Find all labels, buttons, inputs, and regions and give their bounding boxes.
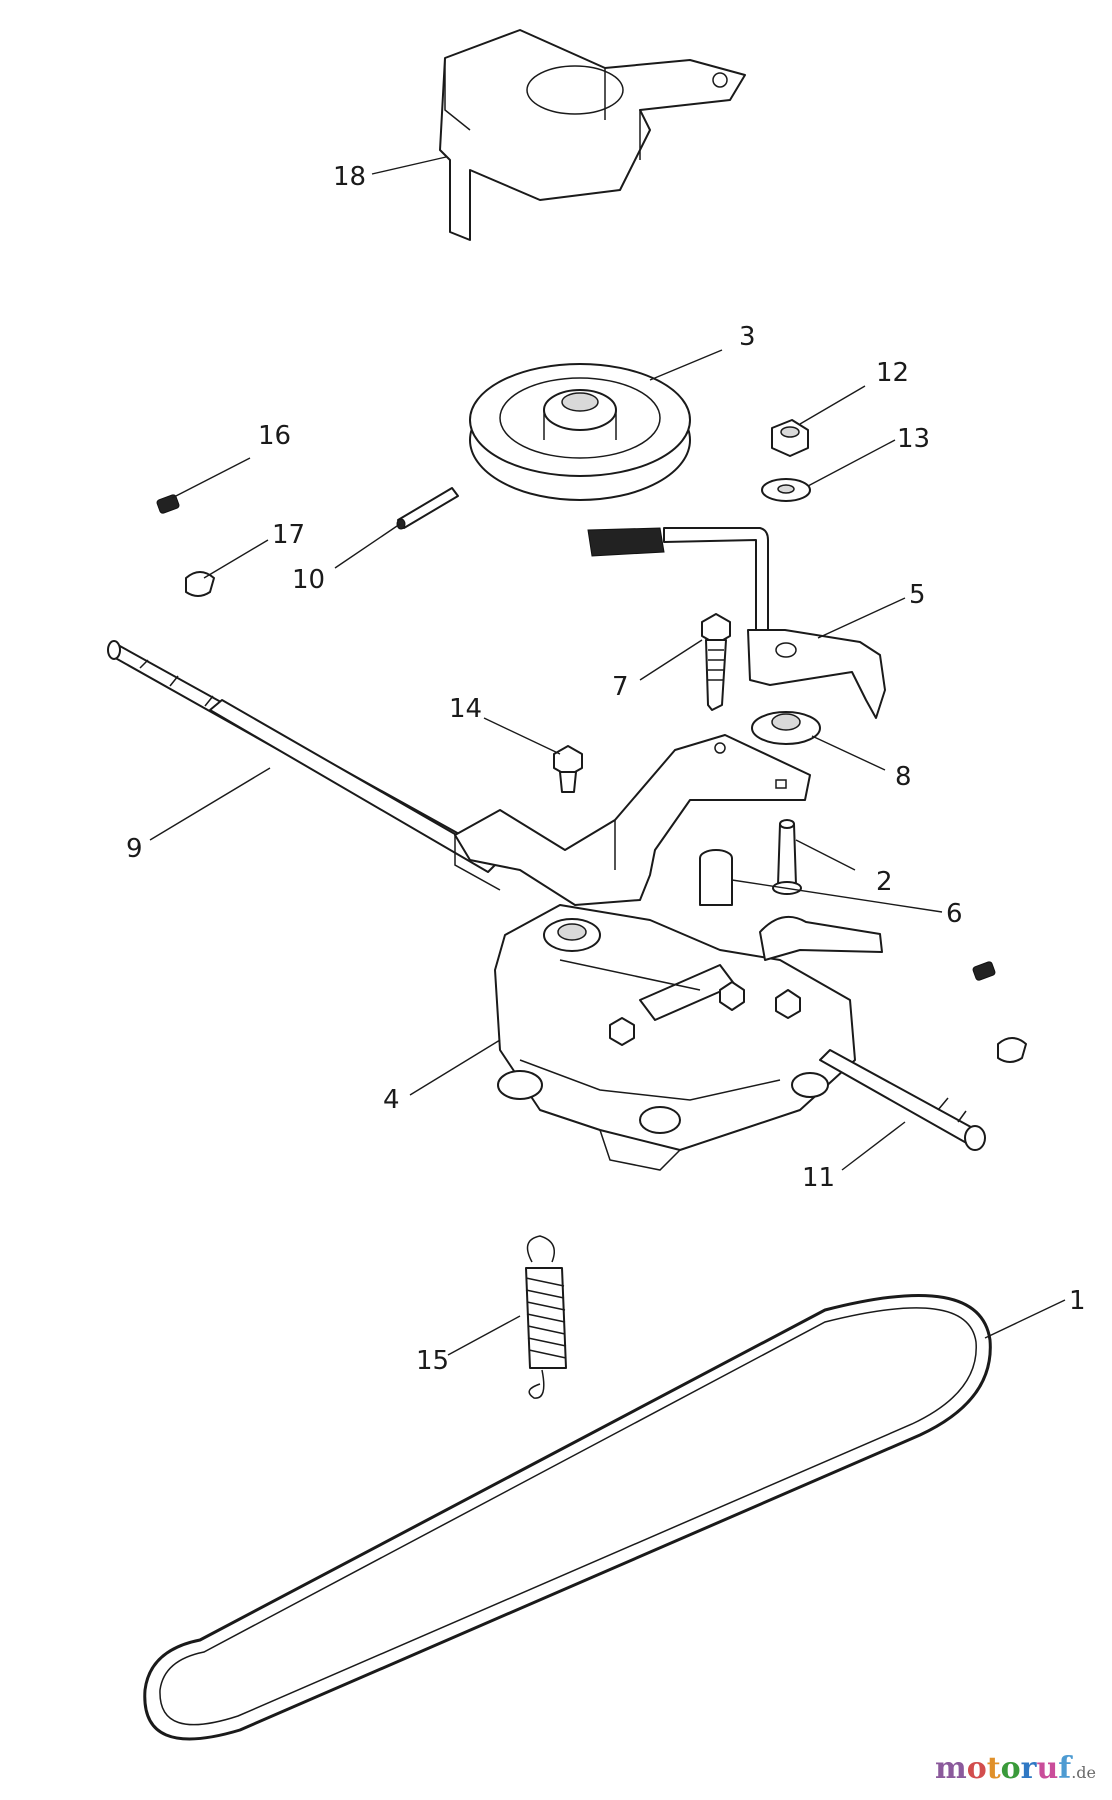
callout-2: 2: [876, 867, 893, 897]
callout-17: 17: [272, 520, 305, 550]
watermark-suffix: .de: [1071, 1763, 1096, 1782]
mounting-bracket: [454, 734, 811, 906]
leader-lines: [149, 156, 1066, 1356]
part-3-pulley: [469, 363, 691, 501]
watermark-letter: u: [1036, 1751, 1059, 1786]
part-15-spring: [525, 1235, 567, 1399]
callout-1: 1: [1069, 1286, 1086, 1316]
callout-8: 8: [895, 762, 912, 792]
callout-15: 15: [416, 1346, 449, 1376]
part-2-pin: [772, 819, 802, 895]
part-16-set-screw: [156, 494, 180, 514]
callout-12: 12: [876, 358, 909, 388]
part-12-nut: [771, 419, 809, 457]
callout-labels: 1 2 3 4 5 6 7 8 9 10 11 12 13 14 15 16 1…: [126, 162, 1086, 1376]
part-14-bolt: [553, 745, 583, 793]
watermark-logo: motoruf.de: [935, 1751, 1096, 1786]
callout-18: 18: [333, 162, 366, 192]
part-11-output-shaft: [819, 1049, 986, 1151]
watermark-letter: o: [1000, 1751, 1021, 1786]
part-1-belt: [143, 1294, 992, 1741]
part-8-bushing: [751, 711, 821, 745]
callout-7: 7: [612, 672, 629, 702]
callout-4: 4: [383, 1085, 400, 1115]
watermark-letter: r: [1020, 1751, 1037, 1786]
watermark-letters: motoruf: [935, 1751, 1071, 1786]
part-9-shaft: [107, 640, 501, 873]
part-10-roll-pin: [396, 487, 459, 530]
part-5-shift-lever: [587, 527, 886, 719]
callout-10: 10: [292, 565, 325, 595]
part-7-bolt: [701, 613, 731, 711]
callout-13: 13: [897, 424, 930, 454]
part-6-transmission: [494, 849, 883, 1171]
part-17-key: [185, 571, 215, 597]
watermark-letter: f: [1058, 1751, 1072, 1786]
watermark-letter: m: [935, 1751, 967, 1786]
callout-16: 16: [258, 421, 291, 451]
key-right: [997, 1037, 1027, 1063]
watermark-letter: t: [986, 1751, 1001, 1786]
part-18-belt-guard: [439, 29, 746, 241]
callout-5: 5: [909, 580, 926, 610]
callout-14: 14: [449, 694, 482, 724]
watermark-letter: o: [966, 1751, 987, 1786]
callout-11: 11: [802, 1163, 835, 1193]
callout-3: 3: [739, 322, 756, 352]
callout-6: 6: [946, 899, 963, 929]
part-13-washer: [761, 478, 811, 502]
set-screw-right: [972, 961, 996, 981]
callout-9: 9: [126, 834, 143, 864]
